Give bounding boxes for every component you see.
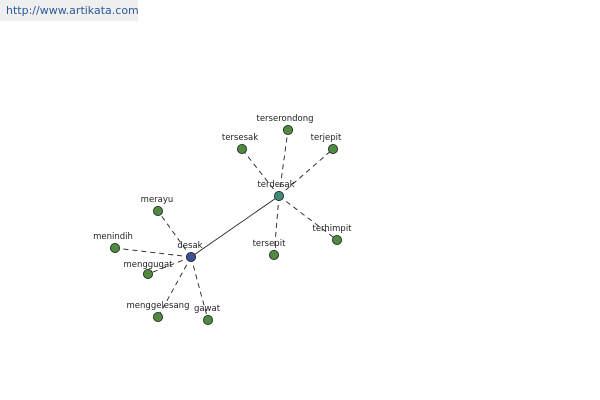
node-label-desak[interactable]: desak	[177, 241, 202, 251]
edge-terdesak-terjepit	[278, 148, 334, 197]
edge-terdesak-tersepit	[273, 195, 280, 256]
node-label-tersesak[interactable]: tersesak	[222, 133, 258, 143]
edge-desak-terdesak	[190, 195, 280, 258]
node-terhimpit[interactable]	[331, 234, 342, 245]
source-url-text[interactable]: http://www.artikata.com	[6, 4, 139, 17]
node-terdesak[interactable]	[273, 190, 284, 201]
node-label-terdesak[interactable]: terdesak	[257, 180, 294, 190]
edges-layer	[114, 129, 338, 321]
node-menindih[interactable]	[110, 242, 121, 253]
edge-desak-menggelesang	[157, 256, 192, 318]
edge-terdesak-tersesak	[241, 148, 280, 197]
node-label-menindih[interactable]: menindih	[93, 232, 133, 242]
node-terserondong[interactable]	[282, 125, 293, 136]
edge-terdesak-terserondong	[278, 129, 289, 197]
node-tersepit[interactable]	[268, 249, 279, 260]
node-label-terserondong[interactable]: terserondong	[257, 114, 314, 124]
node-label-terjepit[interactable]: terjepit	[311, 133, 342, 143]
node-label-terhimpit[interactable]: terhimpit	[312, 224, 352, 234]
node-label-gawat[interactable]: gawat	[194, 304, 221, 314]
node-label-merayu[interactable]: merayu	[141, 195, 174, 205]
node-tersesak[interactable]	[236, 143, 247, 154]
node-menggelesang[interactable]	[152, 311, 163, 322]
node-menggugat[interactable]	[142, 268, 153, 279]
node-label-tersepit[interactable]: tersepit	[253, 239, 286, 249]
edge-desak-gawat	[190, 256, 209, 321]
node-label-menggelesang[interactable]: menggelesang	[127, 301, 190, 311]
source-url-banner[interactable]: http://www.artikata.com	[0, 0, 139, 21]
nodes-layer	[110, 125, 342, 325]
labels-layer: desak terdesak terserondong tersesak terjepi…	[93, 114, 352, 314]
node-terjepit[interactable]	[327, 143, 338, 154]
node-gawat[interactable]	[202, 314, 213, 325]
edge-desak-merayu	[157, 210, 192, 258]
node-desak[interactable]	[185, 251, 196, 262]
node-label-menggugat[interactable]: menggugat	[123, 260, 173, 270]
edge-desak-menindih	[114, 247, 192, 258]
node-merayu[interactable]	[152, 205, 163, 216]
edge-terdesak-terhimpit	[278, 195, 338, 241]
edge-desak-menggugat	[147, 256, 192, 275]
